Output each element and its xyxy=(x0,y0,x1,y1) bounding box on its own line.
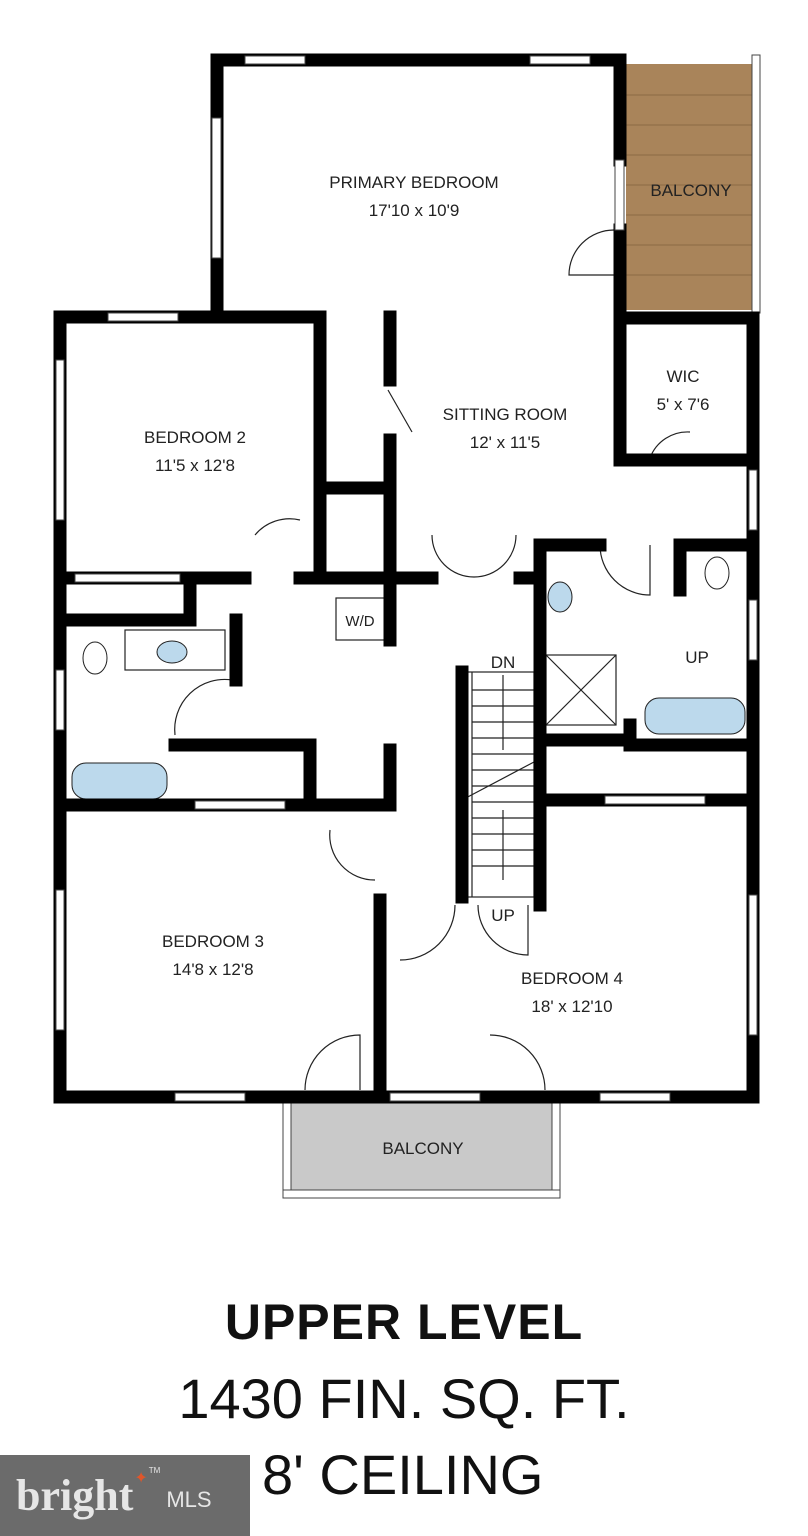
bedroom-4-label: BEDROOM 4 xyxy=(521,969,623,988)
washer-dryer-label: W/D xyxy=(345,613,374,630)
bright-mls-logo: bright ✦ TM MLS xyxy=(0,1455,250,1536)
square-footage: 1430 FIN. SQ. FT. xyxy=(178,1367,630,1430)
primary-bedroom-size: 17'10 x 10'9 xyxy=(369,201,460,220)
stairs-up-label: UP xyxy=(491,906,515,925)
toilet-left xyxy=(82,641,108,675)
bathtub-left xyxy=(71,762,168,800)
wood-planks xyxy=(626,94,752,276)
logo-suffix: MLS xyxy=(166,1486,212,1512)
logo-star-icon: ✦ xyxy=(134,1470,148,1487)
bedroom-3-label: BEDROOM 3 xyxy=(162,932,264,951)
balcony-top-label: BALCONY xyxy=(650,181,731,200)
balcony-bottom-label: BALCONY xyxy=(382,1139,463,1158)
bedroom-3-size: 14'8 x 12'8 xyxy=(172,960,253,979)
stairs-down-label: DN xyxy=(491,653,516,672)
ceiling-height: 8' CEILING xyxy=(262,1443,544,1506)
sitting-room-size: 12' x 11'5 xyxy=(470,433,540,452)
logo-tm: TM xyxy=(148,1466,161,1475)
bedroom-2-size: 11'5 x 12'8 xyxy=(155,456,235,475)
bathtub-right xyxy=(644,697,746,735)
bath-up-label: UP xyxy=(685,648,709,667)
bedroom-4-size: 18' x 12'10 xyxy=(531,997,612,1016)
bedroom-2-label: BEDROOM 2 xyxy=(144,428,246,447)
level-title: UPPER LEVEL xyxy=(224,1294,584,1350)
sitting-room-label: SITTING ROOM xyxy=(443,405,568,424)
primary-bedroom-label: PRIMARY BEDROOM xyxy=(329,173,498,192)
wic-label: WIC xyxy=(666,367,699,386)
door-swings xyxy=(174,229,691,1091)
windows xyxy=(55,55,758,1102)
toilet-right xyxy=(704,556,730,590)
sink-left xyxy=(156,640,188,664)
sink-right xyxy=(547,581,573,613)
wic-size: 5' x 7'6 xyxy=(657,395,710,414)
logo-brand: bright xyxy=(16,1470,134,1520)
staircase xyxy=(461,671,535,898)
balcony-bottom-floor xyxy=(290,1100,552,1192)
balcony-top-floor xyxy=(626,64,752,310)
